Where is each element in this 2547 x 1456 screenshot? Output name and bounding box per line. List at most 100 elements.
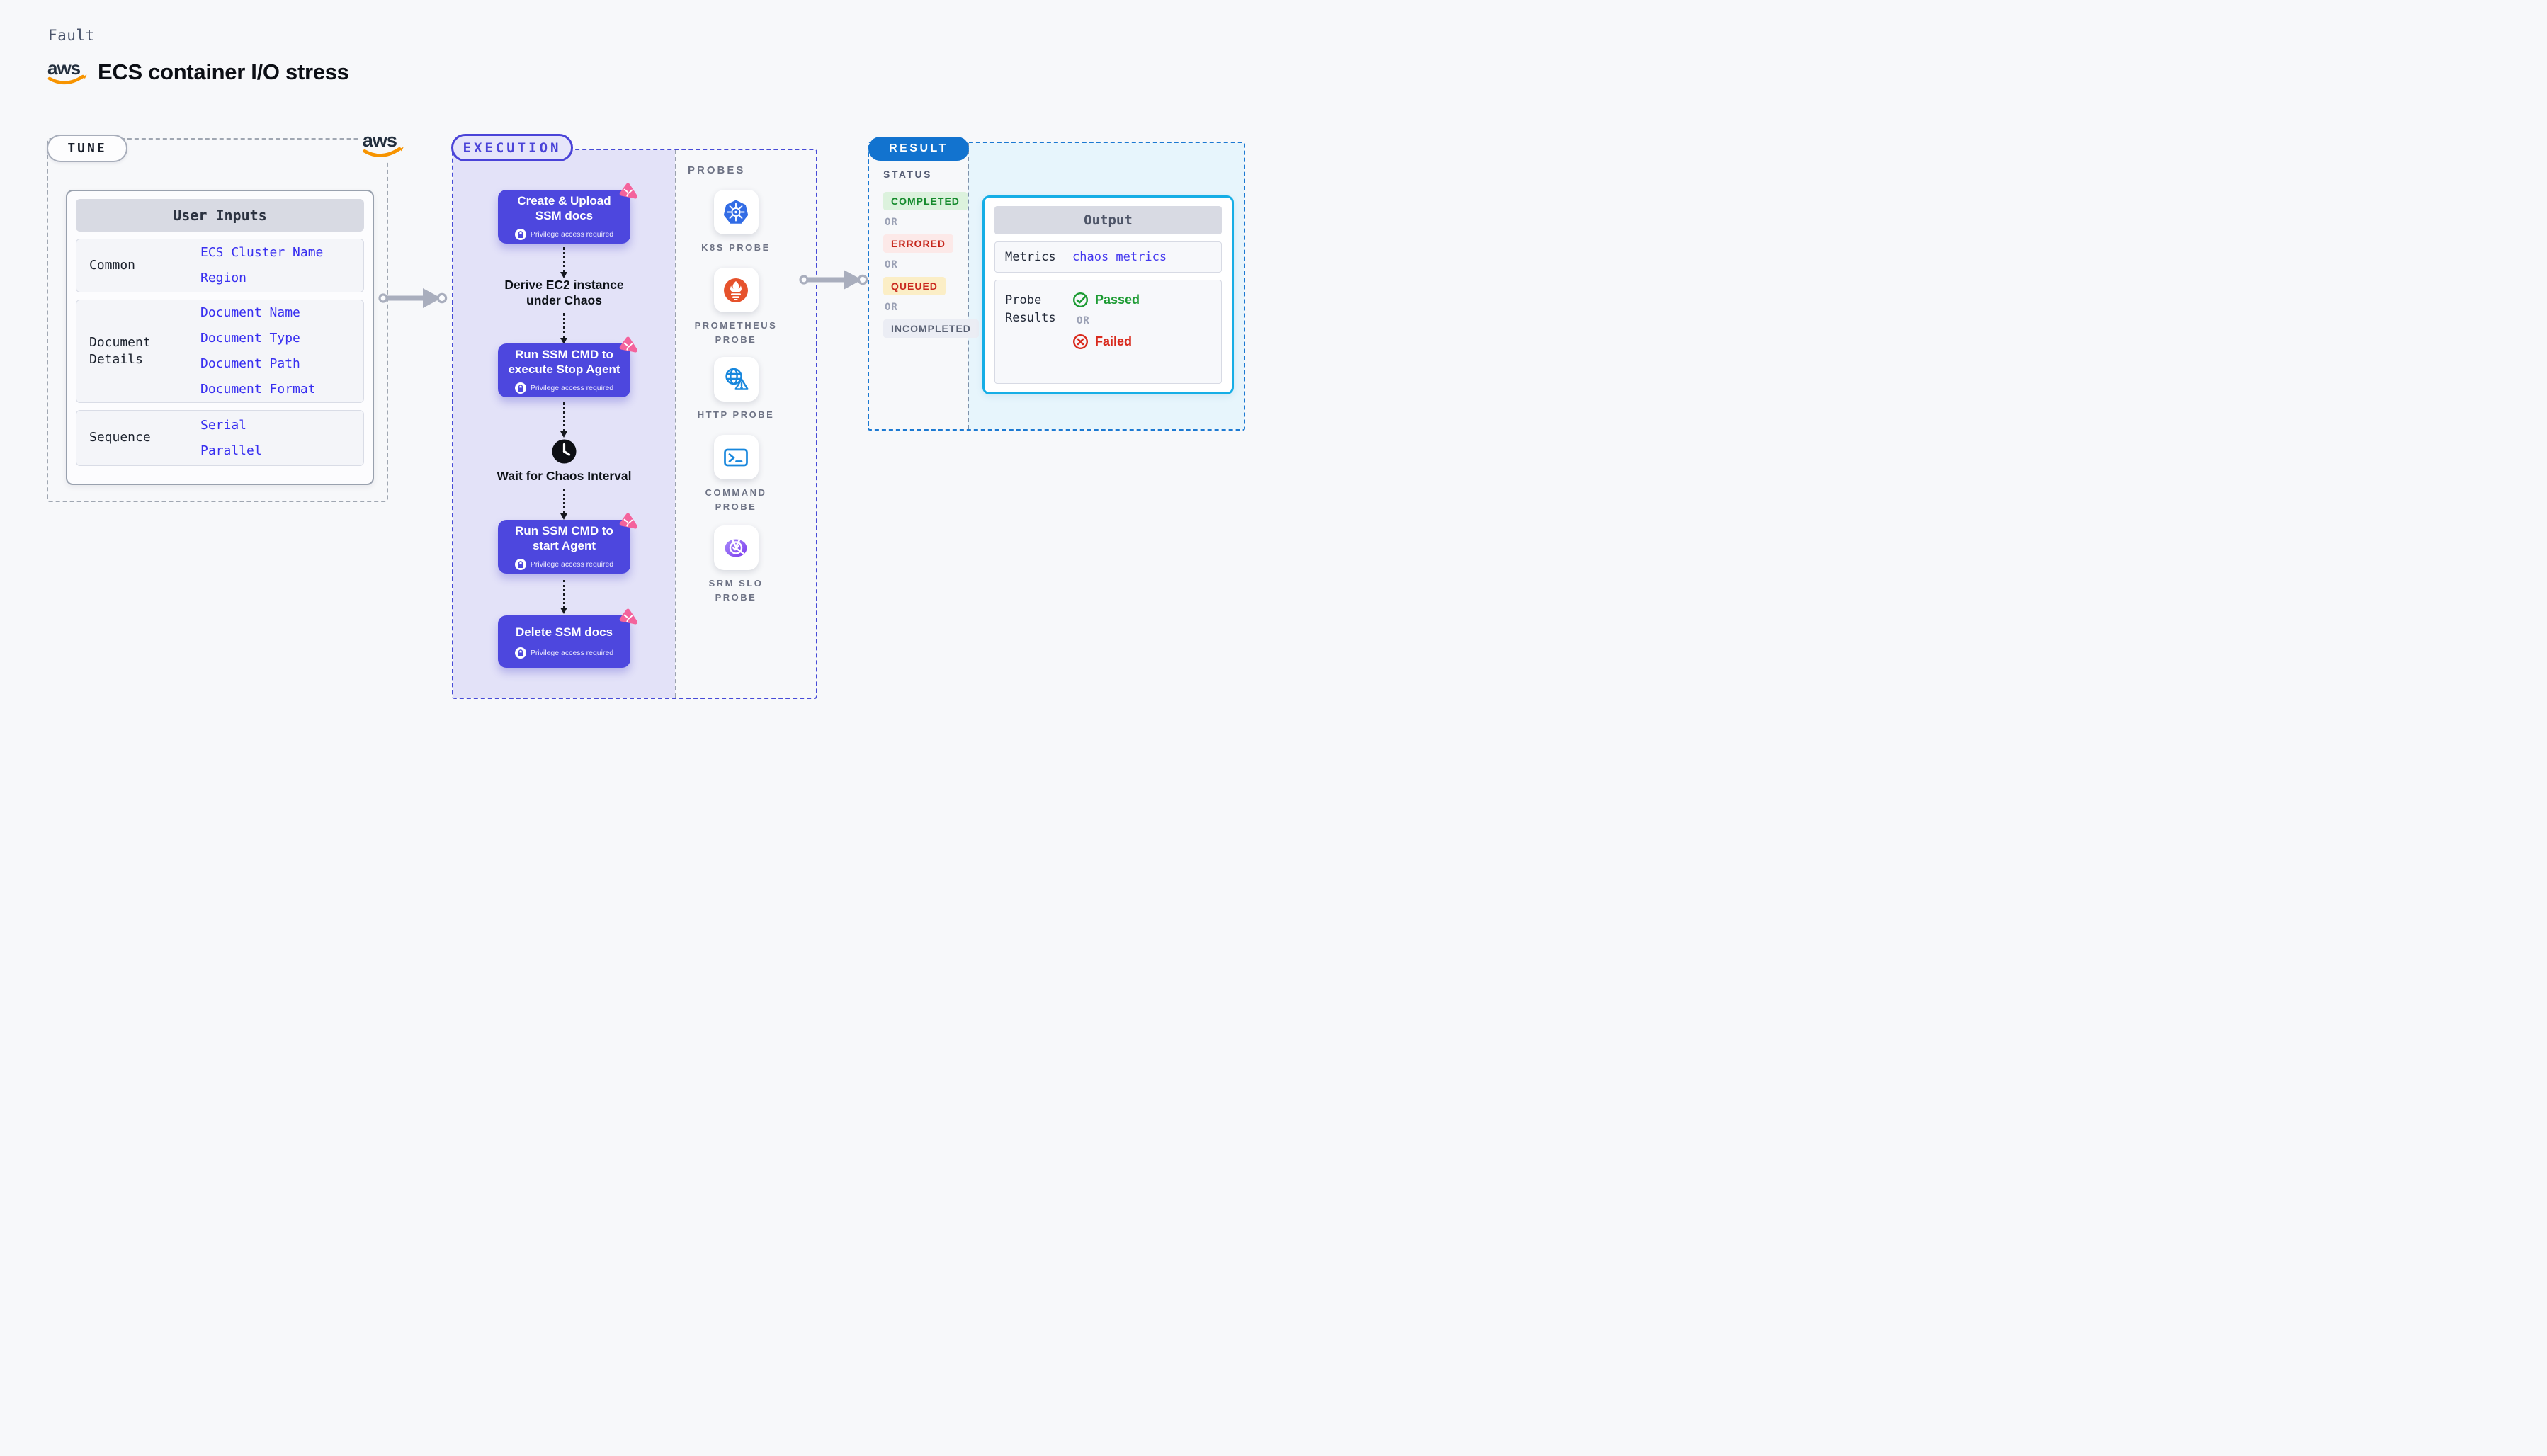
input-row-label: Common xyxy=(89,257,136,273)
input-value: Document Type xyxy=(200,331,300,346)
probe-label: K8S PROBE xyxy=(701,242,771,253)
passed-label: Passed xyxy=(1095,292,1140,307)
fault-diagram: Fault aws ECS container I/O stress aws U… xyxy=(0,0,1274,728)
execution-workflow: Create & Upload SSM docs Privilege acces… xyxy=(453,150,675,698)
clock-icon xyxy=(551,438,577,465)
probe-verdicts: Passed OR Failed xyxy=(1072,292,1140,350)
input-value: Document Format xyxy=(200,382,316,397)
chaos-ribbon-icon xyxy=(618,336,637,356)
input-row-values: Serial Parallel xyxy=(200,413,262,464)
globe-warning-icon xyxy=(713,357,759,402)
input-row-document-details: Document Details Document Name Document … xyxy=(76,300,364,403)
probe-label: SRM SLO PROBE xyxy=(708,578,764,603)
chaos-ribbon-icon xyxy=(618,608,637,627)
failed-verdict: Failed xyxy=(1072,334,1140,350)
input-row-label: Document Details xyxy=(89,334,151,367)
metrics-row: Metrics chaos metrics xyxy=(994,241,1222,273)
input-row-values: Document Name Document Type Document Pat… xyxy=(200,300,316,402)
privilege-note: Privilege access required xyxy=(514,382,614,394)
step-run-ssm-stop-agent: Run SSM CMD to execute Stop Agent Privil… xyxy=(498,336,637,397)
chaos-ribbon-icon xyxy=(618,513,637,532)
check-circle-icon xyxy=(1072,292,1089,308)
probe-label: COMMAND PROBE xyxy=(705,487,767,513)
lock-icon xyxy=(514,229,526,241)
execution-to-result-arrow-icon xyxy=(799,270,868,290)
step-title: Run SSM CMD to start Agent xyxy=(515,523,613,553)
user-inputs-card: User Inputs Common ECS Cluster Name Regi… xyxy=(66,190,374,485)
user-inputs-title: User Inputs xyxy=(76,199,364,232)
gauge-check-icon xyxy=(713,525,759,570)
metrics-label: Metrics xyxy=(1005,249,1056,264)
privilege-note: Privilege access required xyxy=(514,647,614,659)
result-pill: RESULT xyxy=(868,137,969,161)
status-badge: QUEUED xyxy=(883,277,946,295)
svg-text:aws: aws xyxy=(47,57,81,79)
probe-results-label: Probe Results xyxy=(1005,293,1056,325)
result-section: STATUS COMPLETED OR ERRORED OR QUEUED OR… xyxy=(868,137,1245,431)
status-column: STATUS COMPLETED OR ERRORED OR QUEUED OR… xyxy=(883,169,979,344)
input-value: Region xyxy=(200,271,247,285)
passed-verdict: Passed xyxy=(1072,292,1140,308)
flow-arrow-down-icon xyxy=(560,580,567,615)
lock-icon xyxy=(514,559,526,571)
privilege-note-text: Privilege access required xyxy=(530,560,614,569)
metrics-value: chaos metrics xyxy=(1072,250,1167,264)
step-title: Delete SSM docs xyxy=(516,625,613,639)
status-badge: ERRORED xyxy=(883,234,954,253)
flow-arrow-down-icon xyxy=(560,247,567,278)
probes-column: PROBES xyxy=(675,150,816,698)
fault-type-label: Fault xyxy=(48,27,95,44)
execution-section: Create & Upload SSM docs Privilege acces… xyxy=(451,134,817,699)
privilege-note-text: Privilege access required xyxy=(530,649,614,658)
chaos-ribbon-icon xyxy=(618,183,637,202)
x-circle-icon xyxy=(1072,334,1089,350)
tune-to-execution-arrow-icon xyxy=(378,288,448,308)
or-label: OR xyxy=(885,259,898,271)
page-title: ECS container I/O stress xyxy=(98,59,349,84)
kubernetes-icon xyxy=(713,190,759,234)
probe-label: PROMETHEUS PROBE xyxy=(694,320,778,346)
tune-section: aws User Inputs Common ECS Cluster Name … xyxy=(47,128,408,502)
flow-arrow-down-icon xyxy=(560,402,567,438)
or-label: OR xyxy=(885,217,898,228)
tune-pill: TUNE xyxy=(47,135,127,162)
privilege-note: Privilege access required xyxy=(514,229,614,241)
aws-logo-icon: aws xyxy=(47,57,88,88)
input-row-common: Common ECS Cluster Name Region xyxy=(76,239,364,292)
privilege-note-text: Privilege access required xyxy=(530,384,614,393)
input-value: Document Path xyxy=(200,356,300,371)
probe-results-row: Probe Results Passed OR xyxy=(994,280,1222,384)
output-card: Output Metrics chaos metrics Probe Resul… xyxy=(982,195,1234,394)
privilege-note-text: Privilege access required xyxy=(530,230,614,239)
input-value: ECS Cluster Name xyxy=(200,245,324,260)
privilege-note: Privilege access required xyxy=(514,559,614,571)
probe-srm-slo: SRM SLO PROBE xyxy=(690,525,782,605)
lock-icon xyxy=(514,647,526,659)
step-title: Run SSM CMD to execute Stop Agent xyxy=(508,347,620,376)
probes-heading: PROBES xyxy=(688,164,746,176)
step-wait-chaos-interval-label: Wait for Chaos Interval xyxy=(497,468,632,483)
input-value: Document Name xyxy=(200,305,300,320)
lock-icon xyxy=(514,382,526,394)
status-badge: INCOMPLETED xyxy=(883,319,979,338)
probe-k8s: K8S PROBE xyxy=(690,190,782,255)
svg-text:aws: aws xyxy=(363,129,397,151)
or-label: OR xyxy=(885,302,898,313)
execution-pill: EXECUTION xyxy=(451,134,573,161)
failed-label: Failed xyxy=(1095,334,1133,348)
page-header: aws ECS container I/O stress xyxy=(47,57,349,88)
output-title: Output xyxy=(994,206,1222,234)
input-value: Parallel xyxy=(200,443,262,458)
probe-command: COMMAND PROBE xyxy=(690,435,782,514)
step-title: Create & Upload SSM docs xyxy=(517,193,611,222)
step-create-upload-ssm-docs: Create & Upload SSM docs Privilege acces… xyxy=(498,183,637,244)
status-badge: COMPLETED xyxy=(883,192,968,210)
step-run-ssm-start-agent: Run SSM CMD to start Agent Privilege acc… xyxy=(498,513,637,574)
probe-http: HTTP PROBE xyxy=(690,357,782,422)
aws-logo-icon: aws xyxy=(358,128,408,161)
or-label: OR xyxy=(1077,315,1090,326)
step-delete-ssm-docs: Delete SSM docs Privilege access require… xyxy=(498,608,637,669)
input-value: Serial xyxy=(200,417,247,433)
input-row-sequence: Sequence Serial Parallel xyxy=(76,410,364,466)
flow-arrow-down-icon xyxy=(560,312,567,344)
